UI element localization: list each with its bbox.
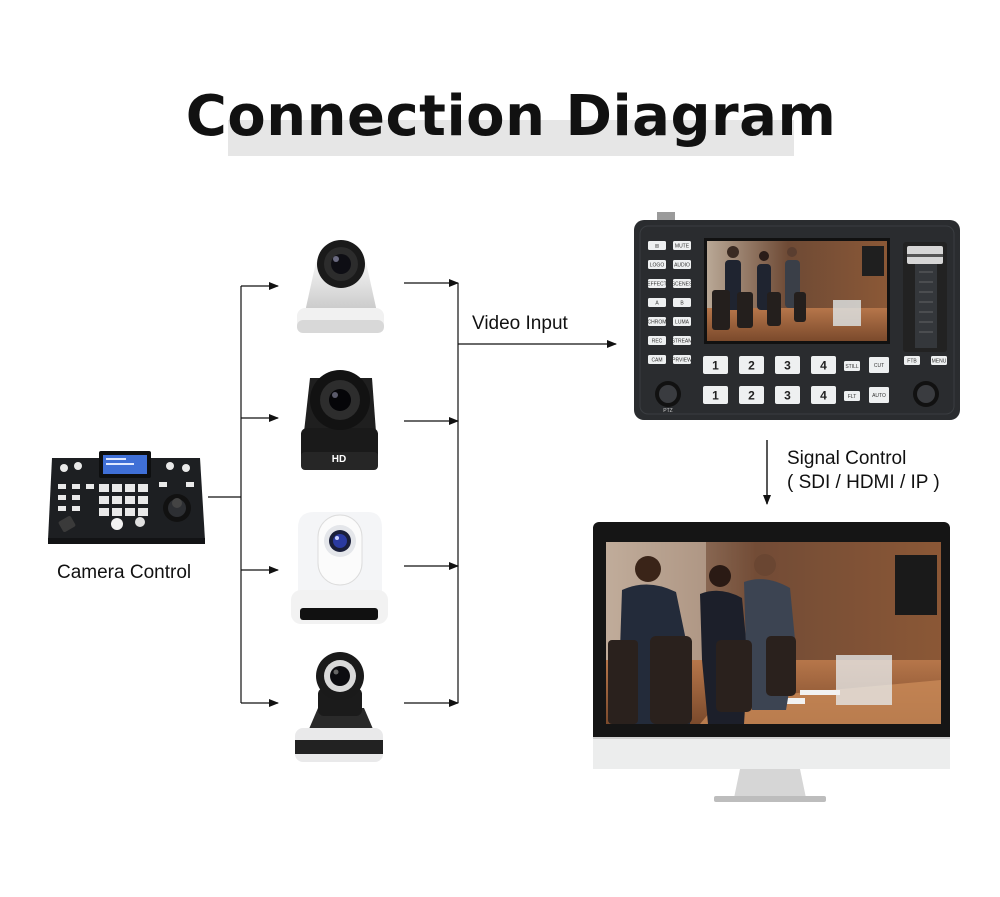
input-button-2-3: 3 xyxy=(775,386,800,404)
camera-control-keyboard xyxy=(48,451,205,544)
switcher-side-key-label: MENU xyxy=(932,359,947,365)
switcher-key-label: CAM xyxy=(651,358,662,364)
switcher-side-key-cut: CUT xyxy=(869,357,889,373)
switcher-key-7: B xyxy=(673,298,691,307)
input-button-1-2: 2 xyxy=(739,356,764,374)
input-button-1-4: 4 xyxy=(811,356,836,374)
signal-control-protocols: ( SDI / HDMI / IP ) xyxy=(787,472,940,493)
switcher-key-10: REC xyxy=(648,336,666,345)
input-button-label: 1 xyxy=(712,359,719,373)
switcher-key-12: CAM xyxy=(648,355,666,364)
switcher-key-label: LOGO xyxy=(650,263,665,269)
switcher-side-key-still: STILL xyxy=(844,361,860,371)
switcher-key-label: CHROM xyxy=(648,320,667,326)
input-button-label: 3 xyxy=(784,359,791,373)
signal-control-label: Signal Control xyxy=(787,448,907,469)
input-button-label: 4 xyxy=(820,359,827,373)
switcher-key-6: A xyxy=(648,298,666,307)
input-button-label: 1 xyxy=(712,389,719,403)
input-button-2-1: 1 xyxy=(703,386,728,404)
input-button-1-3: 3 xyxy=(775,356,800,374)
switcher-side-key-label: FLT xyxy=(848,394,857,400)
switcher-key-label: MUTE xyxy=(675,244,690,250)
diagram-title: Connection Diagram xyxy=(185,84,837,149)
switcher-key-13: PRVIEW xyxy=(672,355,692,364)
switcher-key-label: ⊞ xyxy=(655,244,659,250)
hd-badge: HD xyxy=(332,454,346,465)
input-button-label: 2 xyxy=(748,359,755,373)
switcher-side-key-label: AUTO xyxy=(872,393,886,399)
control-lines xyxy=(208,282,279,707)
white-dome-camera xyxy=(291,512,388,624)
switcher-key-label: LUMA xyxy=(675,320,690,326)
switcher-side-key-label: CUT xyxy=(874,363,884,369)
input-button-label: 2 xyxy=(748,389,755,403)
switcher-key-label: STREAM xyxy=(672,339,693,345)
switcher-side-key-menu: MENU xyxy=(931,356,947,365)
switcher-key-label: B xyxy=(680,301,684,307)
title-highlight-bar xyxy=(228,120,794,156)
video-lines xyxy=(404,279,617,707)
white-ptz-camera xyxy=(297,240,384,333)
monitor xyxy=(593,522,950,802)
switcher-key-label: A xyxy=(655,301,659,307)
switcher-key-label: EFFECT xyxy=(647,282,666,288)
camera-control-label: Camera Control xyxy=(57,562,192,583)
switcher-key-label: SCENES xyxy=(672,282,693,288)
switcher-side-key-label: STILL xyxy=(845,364,859,370)
switcher-key-label: REC xyxy=(652,339,663,345)
switcher-side-key-auto: AUTO xyxy=(869,387,889,403)
switcher-side-key-ftb: FTB xyxy=(904,356,920,365)
switcher-side-key-label: FTB xyxy=(907,359,917,365)
switcher-key-11: STREAM xyxy=(672,336,693,345)
video-input-label: Video Input xyxy=(472,313,568,334)
black-hd-camera: HD xyxy=(301,370,378,470)
input-button-label: 4 xyxy=(820,389,827,403)
silver-ptz-camera xyxy=(295,652,383,762)
switcher-key-9: LUMA xyxy=(673,317,691,326)
input-button-2-4: 4 xyxy=(811,386,836,404)
ptz-label: PTZ xyxy=(663,408,672,414)
input-button-label: 3 xyxy=(784,389,791,403)
switcher-side-key-flt: FLT xyxy=(844,391,860,401)
input-button-1-1: 1 xyxy=(703,356,728,374)
input-button-2-2: 2 xyxy=(739,386,764,404)
switcher-key-label: AUDIO xyxy=(674,263,690,269)
switcher-key-4: EFFECT xyxy=(647,279,667,288)
switcher-key-8: CHROM xyxy=(648,317,667,326)
video-switcher: ⊞ MUTE LOGO AUDIO EFFECT SCENES A B CHROM LUMA REC… xyxy=(634,212,960,420)
switcher-key-label: PRVIEW xyxy=(672,358,692,364)
switcher-key-0: ⊞ xyxy=(648,241,666,250)
switcher-key-1: MUTE xyxy=(673,241,691,250)
switcher-key-3: AUDIO xyxy=(673,260,691,269)
switcher-key-5: SCENES xyxy=(672,279,693,288)
switcher-key-2: LOGO xyxy=(648,260,666,269)
